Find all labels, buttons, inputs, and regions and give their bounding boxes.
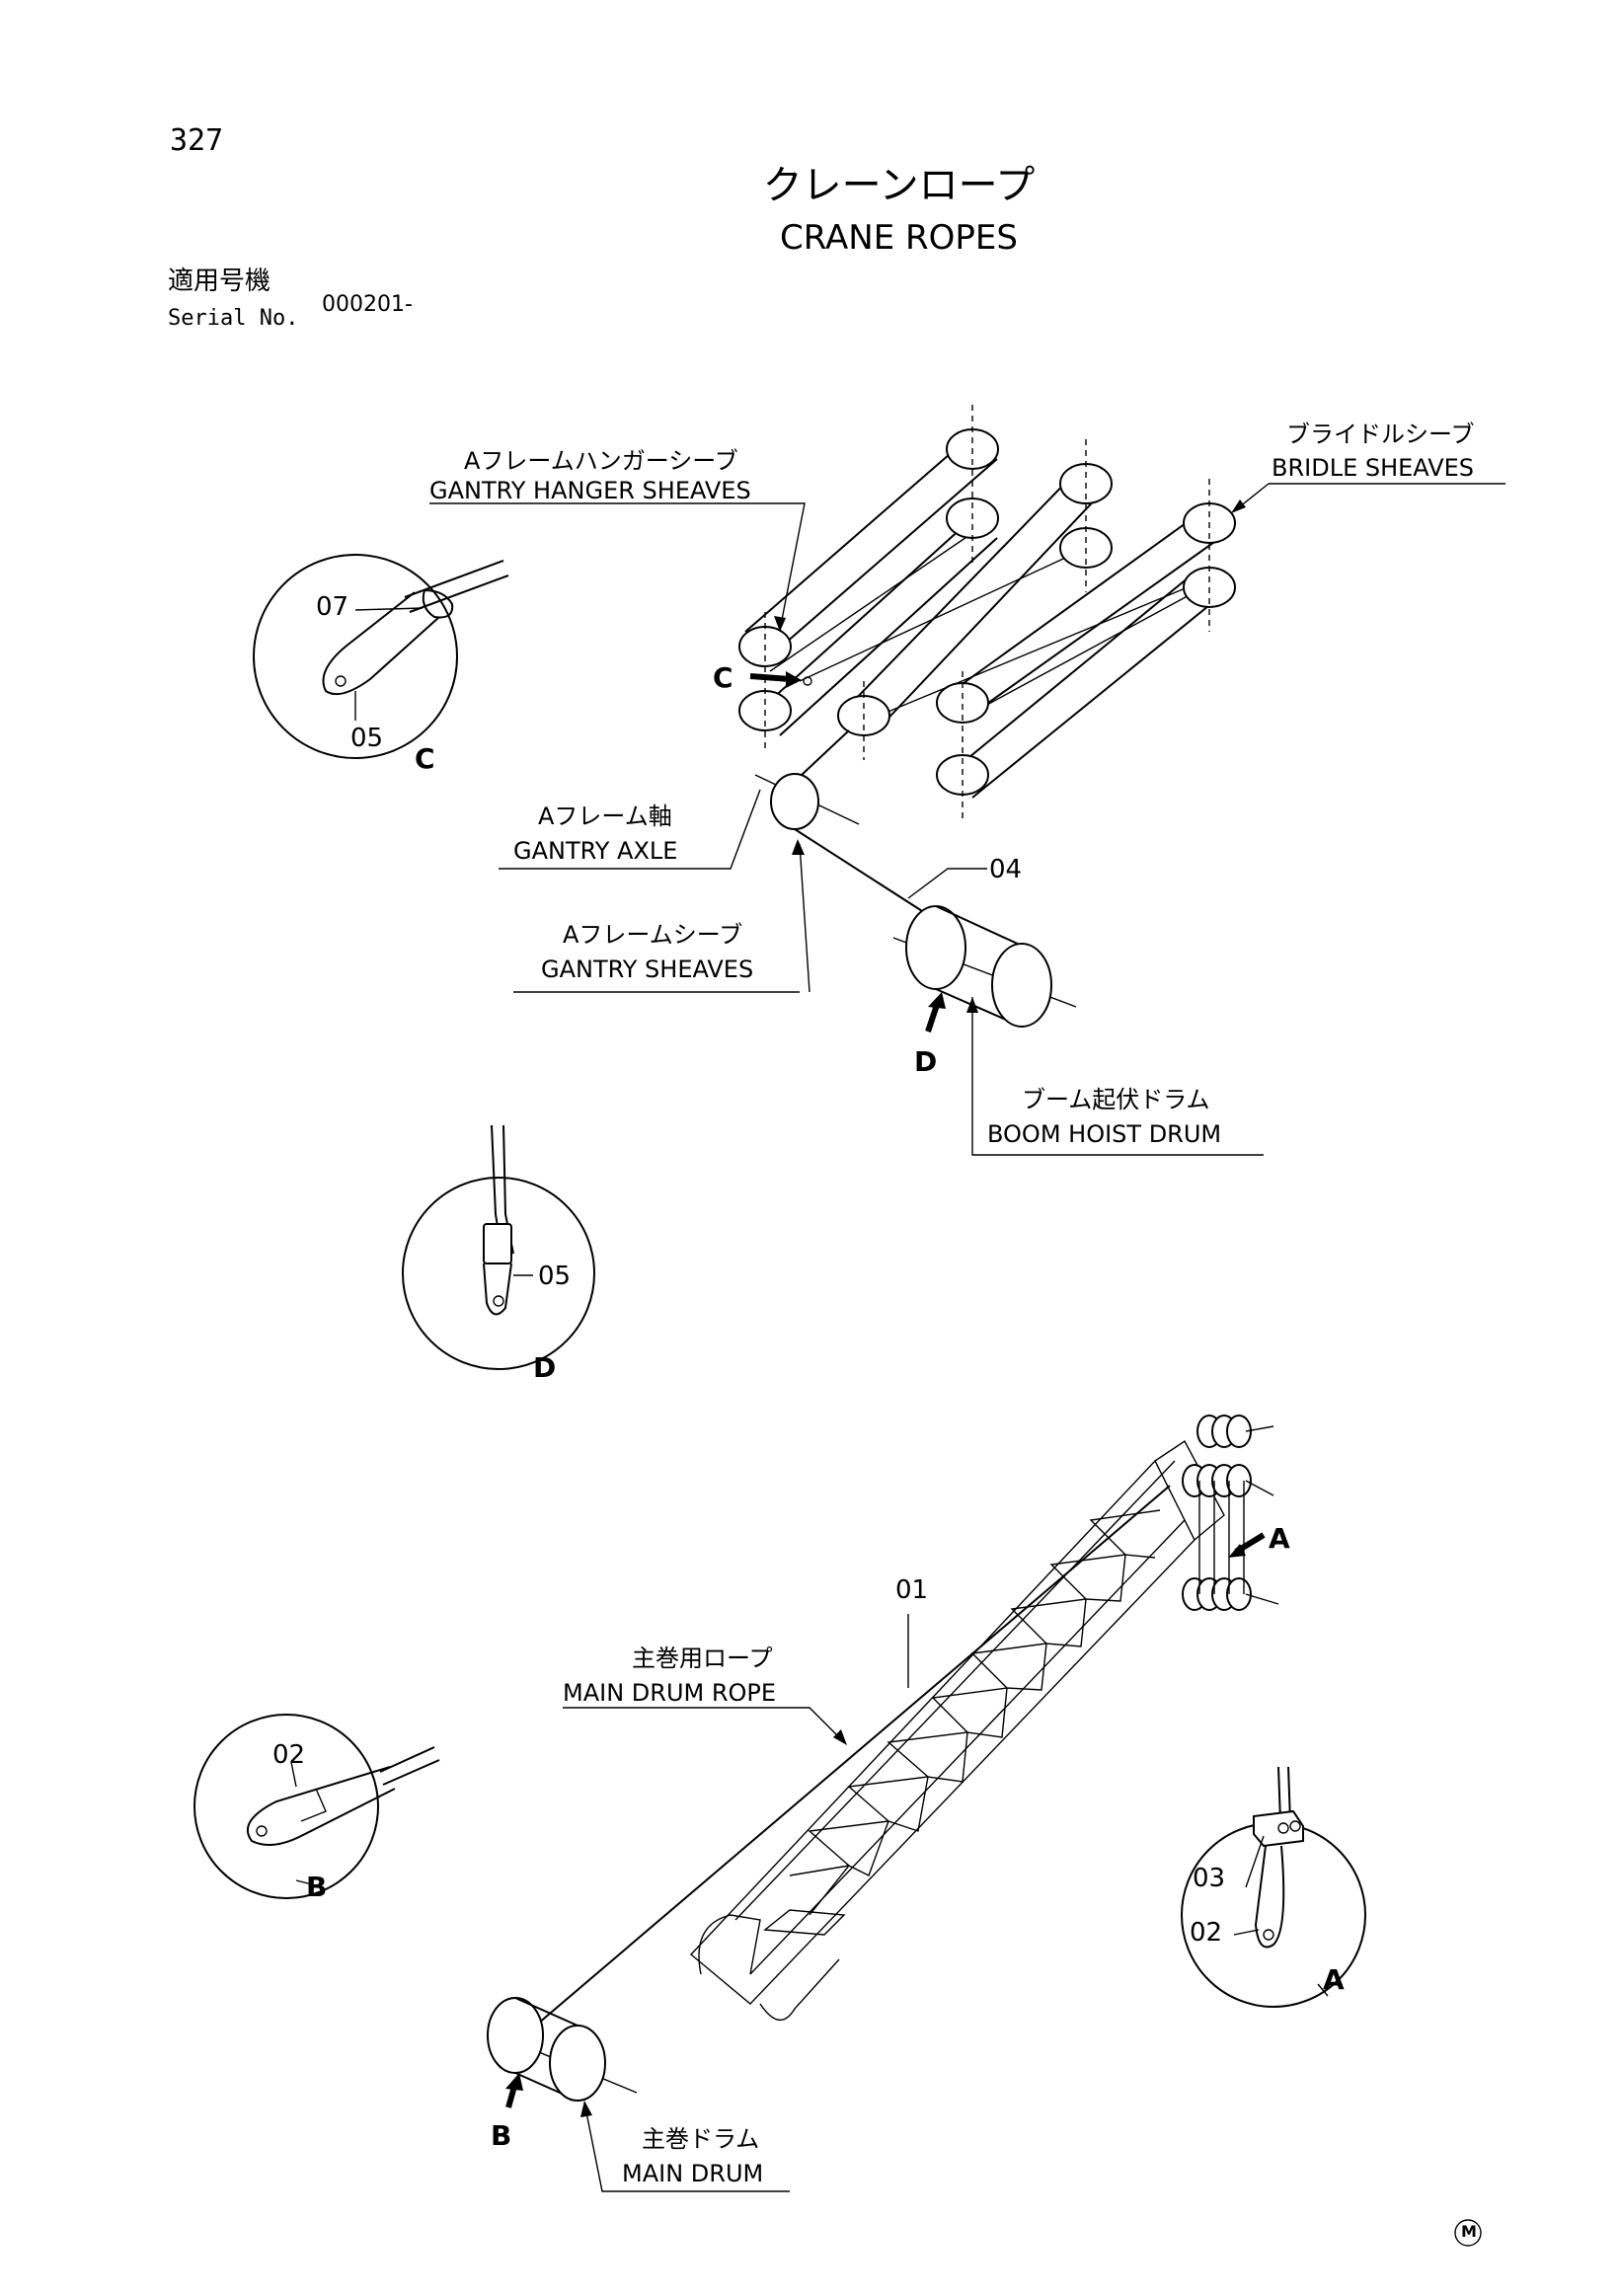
callout-05-detail-d: 05 [538,1262,572,1291]
callout-07: 07 [316,592,349,622]
callout-02-detail-a: 02 [1190,1918,1223,1948]
label-main-drum-en: MAIN DRUM [622,2160,764,2187]
page-title-en: CRANE ROPES [780,218,1018,258]
view-letter-c-arrow: C [713,661,733,694]
view-letter-a-detail: A [1323,1963,1345,1996]
label-main-drum-rope-jp: 主巻用ロープ [632,1645,773,1672]
detail-b [193,1714,440,1899]
main-drum [487,1997,638,2108]
label-main-drum-rope-en: MAIN DRUM ROPE [563,1679,777,1707]
view-letter-d-arrow: D [914,1045,938,1078]
view-letter-b-arrow: B [491,2119,512,2152]
page-title-jp: クレーンロープ [762,163,1036,208]
detail-d [402,1124,595,1370]
label-bridle-sheaves-jp: ブライドルシーブ [1286,421,1475,448]
callout-04: 04 [989,855,1023,884]
label-gantry-sheaves-en: GANTRY SHEAVES [541,956,754,983]
detail-c [253,554,509,759]
callout-05-detail-c: 05 [350,724,384,753]
view-letter-c-detail: C [415,742,435,775]
label-boom-hoist-drum-en: BOOM HOIST DRUM [987,1120,1222,1148]
sheave-assembly [738,405,1236,819]
label-boom-hoist-drum-jp: ブーム起伏ドラム [1022,1086,1210,1113]
main-drum-rope-line [537,1485,1171,2025]
leader-lines-lower [563,1614,909,2192]
view-letter-a-arrow: A [1269,1522,1290,1555]
boom-hoist-drum [892,905,1077,1028]
label-gantry-hanger-sheaves-en: GANTRY HANGER SHEAVES [429,477,751,504]
serial-value: 000201- [322,292,413,317]
label-gantry-sheaves-jp: Aフレームシーブ [563,921,743,949]
label-gantry-axle-en: GANTRY AXLE [513,837,678,865]
label-gantry-hanger-sheaves-jp: Aフレームハンガーシーブ [464,447,738,475]
label-main-drum-jp: 主巻ドラム [642,2125,760,2153]
callout-01: 01 [895,1575,929,1605]
page-number: 327 [170,123,224,158]
detail-a [1181,1766,1366,2008]
footer-mark-circle [1454,2219,1482,2247]
leader-lines-upper [429,483,1505,1156]
label-gantry-axle-jp: Aフレーム軸 [538,803,672,830]
label-bridle-sheaves-en: BRIDLE SHEAVES [1272,454,1475,482]
serial-label-jp: 適用号機 [168,267,271,296]
view-letter-b-detail: B [306,1871,328,1903]
callout-02-detail-b: 02 [272,1740,306,1770]
lattice-boom [689,1415,1279,2021]
footer-mark: M [1461,2222,1477,2241]
serial-label-en: Serial No. [168,306,299,331]
gantry-sheave [754,729,934,919]
view-letter-d-detail: D [533,1351,557,1384]
callout-03: 03 [1193,1864,1226,1893]
